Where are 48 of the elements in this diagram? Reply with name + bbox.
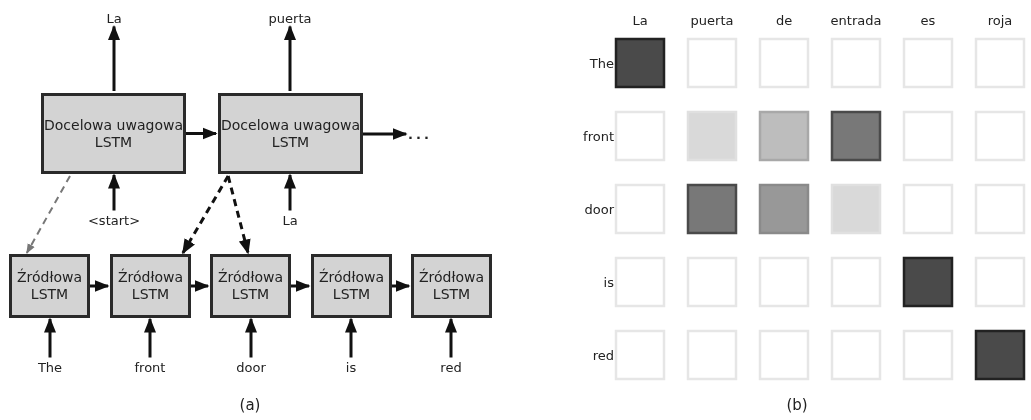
arrow (345, 317, 357, 358)
arrow (25, 175, 71, 254)
arrow (284, 173, 296, 211)
arrow (226, 175, 251, 255)
row-header: The (589, 55, 614, 71)
row-header: front (583, 128, 614, 144)
column-header: La (632, 12, 648, 28)
arrow (181, 175, 230, 255)
token-label: puerta (268, 10, 312, 26)
arrow (291, 280, 311, 292)
panel-label: (b) (786, 396, 808, 414)
lstm-box: Źródłowa LSTM (210, 254, 291, 318)
lstm-box: Źródłowa LSTM (411, 254, 492, 318)
token-label: La (282, 212, 298, 228)
column-header: es (920, 12, 936, 28)
arrow (186, 127, 218, 140)
lstm-box: Źródłowa LSTM (311, 254, 392, 318)
row-header: is (603, 274, 614, 290)
arrow (108, 25, 120, 91)
arrow (363, 128, 408, 140)
token-label: is (345, 359, 357, 375)
token-label: The (37, 359, 63, 375)
lstm-box: Docelowa uwagowa LSTM (41, 93, 186, 174)
token-label: <start> (87, 212, 141, 228)
column-header: de (775, 12, 793, 28)
lstm-box: Źródłowa LSTM (9, 254, 90, 318)
arrow (144, 317, 156, 358)
lstm-box: Źródłowa LSTM (110, 254, 191, 318)
token-label: red (440, 359, 462, 375)
token-label: La (106, 10, 122, 26)
panel-label: (a) (239, 396, 261, 414)
lstm-box: Docelowa uwagowa LSTM (218, 93, 363, 174)
arrow (44, 317, 56, 358)
column-header: puerta (690, 12, 734, 28)
arrow (191, 280, 210, 292)
token-label: front (134, 359, 166, 375)
row-header: red (592, 347, 614, 363)
arrow (392, 280, 411, 292)
arrow (108, 173, 120, 211)
row-header: door (584, 201, 614, 217)
column-header: roja (987, 12, 1013, 28)
ellipsis-text: ... (408, 126, 432, 142)
token-label: door (236, 359, 266, 375)
column-header: entrada (830, 12, 882, 28)
arrow (90, 280, 110, 292)
arrow (284, 25, 296, 91)
arrow (445, 317, 457, 358)
arrow (245, 317, 257, 358)
